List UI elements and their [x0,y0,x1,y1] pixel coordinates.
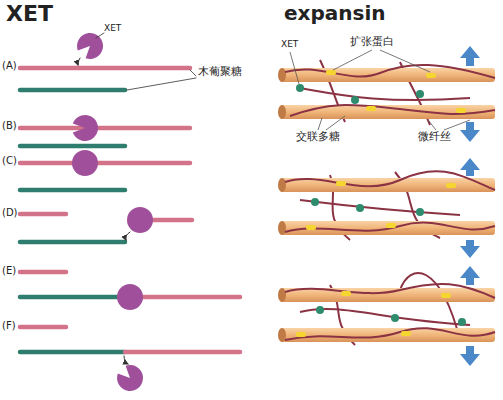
panel-heading: expansin [284,2,386,24]
part-label: 扩张蛋白 [350,36,394,48]
enzyme-label: XET [104,24,121,34]
step-letter: (E) [2,265,16,276]
panel-heading: XET [6,2,53,26]
step-letter: (F) [2,320,16,331]
expansin-panel [278,46,495,366]
step-letter: (C) [2,155,17,166]
part-label: 木葡聚糖 [198,66,242,78]
step-letter: (B) [2,120,17,131]
xet-panel [20,33,240,391]
part-label: XET [281,40,298,50]
step-letter: (A) [2,60,17,71]
part-label: 微纤丝 [418,131,451,143]
part-label: 交联多糖 [296,131,340,143]
step-letter: (D) [2,207,18,218]
